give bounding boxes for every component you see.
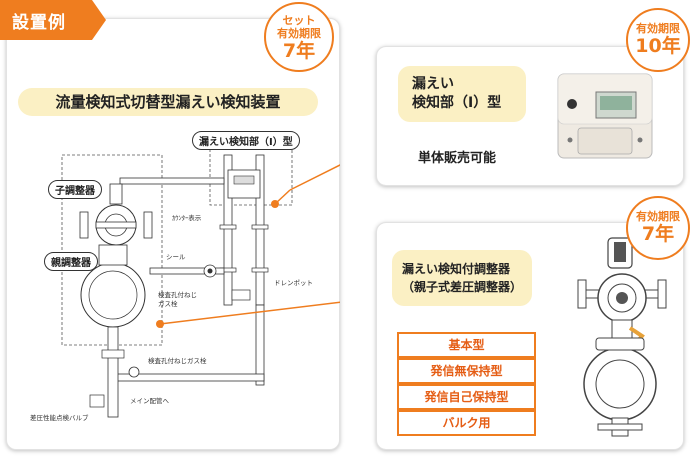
detector-device-image xyxy=(557,73,653,159)
regulator-title-pill: 漏えい検知付調整器 （親子式差圧調整器） xyxy=(392,250,532,306)
regulator-badge-line2: 7年 xyxy=(641,223,675,245)
detector-title-line2: 検知部（Ⅰ）型 xyxy=(412,95,502,111)
drain-pot-label: ドレンポット xyxy=(274,279,313,287)
regulator-device-image xyxy=(577,237,667,437)
pressure-valve-label: 差圧性能点検バルブ xyxy=(30,414,89,422)
badge-set-line3: 7年 xyxy=(282,40,316,62)
regulator-title-line2: （親子式差圧調整器） xyxy=(402,280,523,294)
main-title: 流量検知式切替型漏えい検知装置 xyxy=(18,88,318,116)
detector-badge-line2: 10年 xyxy=(635,35,681,57)
type-basic-button[interactable]: 基本型 xyxy=(397,332,536,358)
regulator-badge-line1: 有効期限 xyxy=(636,210,680,223)
regulator-validity-badge: 有効期限 7年 xyxy=(626,196,690,260)
detector-title-line1: 漏えい xyxy=(412,76,454,92)
detector-title-pill: 漏えい 検知部（Ⅰ）型 xyxy=(398,66,526,122)
inspection-valve-label: 検査孔付ねじ ガス栓 xyxy=(158,291,197,308)
parent-regulator-label: 親調整器 xyxy=(44,252,98,271)
detector-badge-line1: 有効期限 xyxy=(636,22,680,35)
installation-diagram xyxy=(61,146,340,418)
detector-validity-badge: 有効期限 10年 xyxy=(626,8,690,72)
counter-display-label: ｶｳﾝﾀｰ表示 xyxy=(172,214,202,222)
main-pipe-label: メイン配管へ xyxy=(130,397,169,405)
type-no-hold-button[interactable]: 発信無保持型 xyxy=(397,358,536,384)
detector-part-label: 漏えい検知部（Ⅰ）型 xyxy=(192,131,300,150)
detector-note: 単体販売可能 xyxy=(418,151,497,166)
set-validity-badge: セット 有効期限 7年 xyxy=(264,2,334,72)
child-regulator-label: 子調整器 xyxy=(48,180,102,199)
inspection-valve2-label: 検査孔付ねじガス栓 xyxy=(148,357,207,365)
badge-set-line1: セット xyxy=(282,14,316,27)
regulator-title-line1: 漏えい検知付調整器 xyxy=(402,262,511,276)
seal-label: シール xyxy=(166,253,186,261)
type-bulk-button[interactable]: バルク用 xyxy=(397,410,536,436)
type-self-hold-button[interactable]: 発信自己保持型 xyxy=(397,384,536,410)
example-tab xyxy=(0,0,106,40)
example-tab-label: 設置例 xyxy=(12,13,66,33)
badge-set-line2: 有効期限 xyxy=(277,27,321,40)
